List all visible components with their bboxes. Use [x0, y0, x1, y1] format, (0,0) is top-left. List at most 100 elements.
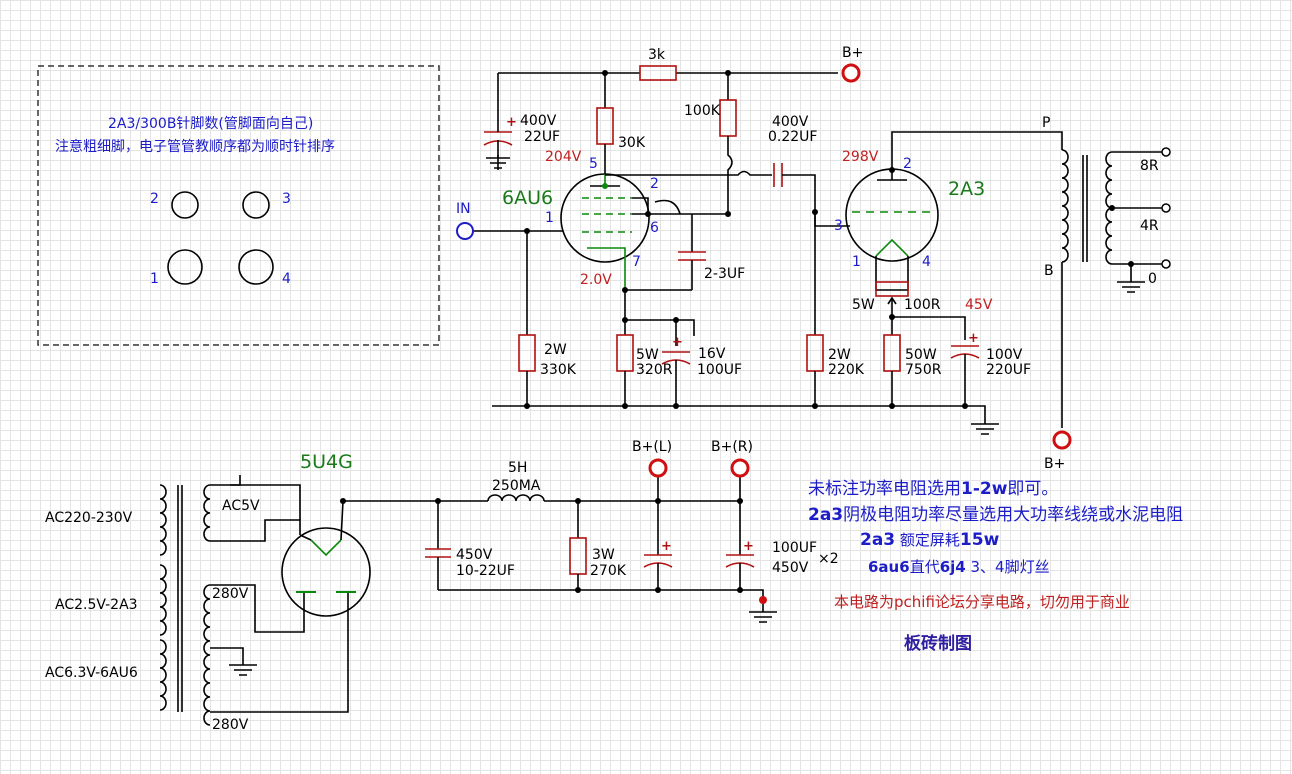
dashed-border — [37, 65, 440, 346]
svg-text:+: + — [661, 539, 672, 554]
pin-circle-2 — [171, 191, 199, 219]
pin-2: 2 — [650, 176, 659, 192]
pin-label-4: 4 — [282, 271, 291, 287]
label-750r-v: 750R — [905, 362, 942, 378]
label-pot-w: 5W — [852, 297, 875, 313]
label-p: P — [1042, 115, 1050, 131]
pin-2a3-2: 2 — [903, 156, 912, 172]
label-330k-w: 2W — [544, 342, 567, 358]
pin-label-1: 1 — [150, 271, 159, 287]
label-c-cath2-v: 100V — [986, 347, 1023, 363]
label-220k-w: 2W — [828, 347, 851, 363]
label-hv-top: 280V — [212, 586, 249, 602]
label-choke-ma: 250MA — [492, 478, 541, 494]
label-30k: 30K — [618, 135, 646, 151]
resistor-320r: 5W 320R — [616, 320, 673, 406]
label-ac-5v: AC5V — [222, 498, 260, 514]
svg-text:+: + — [968, 331, 979, 346]
tube-2a3: 2A3 2 3 1 4 298V — [834, 149, 985, 278]
label-c-cath-uf: 100UF — [697, 362, 742, 378]
label-c-filt-v: 450V — [772, 560, 809, 576]
pin-circle-1 — [167, 249, 203, 285]
tube-5u4g: 5U4G — [281, 451, 371, 617]
note-4: 6au6直代6j4 3、4脚灯丝 — [868, 558, 1050, 576]
label-3k: 3k — [648, 47, 666, 63]
label-bleed-w: 3W — [592, 547, 615, 563]
bplus-l-terminal — [648, 458, 668, 478]
pin-label-2: 2 — [150, 191, 159, 207]
label-4r: 4R — [1140, 218, 1159, 234]
voltage-45v: 45V — [965, 297, 993, 313]
label-b: B — [1044, 263, 1054, 279]
pin-2a3-1: 1 — [852, 254, 861, 270]
label-c-filt-mult: ×2 — [818, 551, 839, 567]
resistor-3k — [639, 65, 677, 81]
label-bplus-top: B+ — [842, 45, 863, 61]
label-c-fb: 2-3UF — [704, 266, 745, 282]
voltage-204v: 204V — [545, 149, 582, 165]
label-220k-v: 220K — [828, 362, 865, 378]
label-bplus-r: B+(R) — [711, 439, 753, 455]
label-c-in-uf: 22UF — [524, 129, 560, 145]
top-rail: 3k B+ — [497, 45, 863, 170]
cap-22uf: + 400V 22UF — [483, 110, 560, 169]
pin-label-3: 3 — [282, 191, 291, 207]
label-bplus-l: B+(L) — [632, 439, 672, 455]
note-2: 2a3阴极电阻功率尽量选用大功率线绕或水泥电阻 — [808, 505, 1183, 525]
voltage-2v: 2.0V — [580, 272, 612, 288]
label-750r-w: 50W — [905, 347, 937, 363]
label-c-res-v: 450V — [456, 547, 493, 563]
label-choke-h: 5H — [508, 460, 527, 476]
label-hv-bottom: 280V — [212, 717, 249, 733]
pin-7: 7 — [632, 254, 641, 270]
label-ac-25: AC2.5V-2A3 — [55, 597, 138, 613]
svg-text:+: + — [743, 539, 754, 554]
tube-name-6au6: 6AU6 — [502, 187, 553, 209]
label-c-coup-uf: 0.22UF — [768, 129, 817, 145]
label-bplus-out: B+ — [1044, 456, 1065, 472]
label-pot-v: 100R — [904, 297, 941, 313]
driver-wiring: IN — [456, 170, 772, 336]
input-terminal — [456, 222, 474, 240]
tube-name-5u4g: 5U4G — [300, 451, 353, 473]
tube-6au6: 6AU6 5 2 1 6 7 2.0V — [502, 156, 659, 290]
voltage-298v: 298V — [842, 149, 879, 165]
label-in: IN — [456, 201, 471, 217]
output-transformer: P B 8R 4R 0 B+ — [891, 115, 1171, 472]
label-ac-primary: AC220-230V — [45, 510, 133, 526]
svg-text:+: + — [506, 115, 517, 130]
resistor-30k: 30K 204V — [545, 73, 646, 175]
label-c-coup-v: 400V — [772, 114, 809, 130]
note-1: 未标注功率电阻选用1-2w即可。 — [808, 479, 1058, 499]
label-ac-63: AC6.3V-6AU6 — [45, 665, 138, 681]
pin-2a3-3: 3 — [834, 218, 843, 234]
notes: 未标注功率电阻选用1-2w即可。 2a3阴极电阻功率尽量选用大功率线绕或水泥电阻… — [808, 479, 1183, 654]
pin-5: 5 — [589, 156, 598, 172]
cap-cathode-100uf: + 16V 100UF — [661, 317, 742, 406]
cap-feedback: 2-3UF — [678, 214, 745, 290]
pin-1: 1 — [545, 210, 554, 226]
label-c-in-v: 400V — [520, 113, 557, 129]
hum-pot: 5W 100R 45V 50W 750R + 100V 220UF — [852, 278, 1031, 406]
resistor-220k: 2W 220K — [806, 212, 865, 406]
power-transformer: AC220-230V AC2.5V-2A3 AC6.3V-6AU6 AC5V 2… — [45, 475, 349, 733]
bplus-terminal-top — [841, 63, 861, 83]
psu-wiring: 5H 250MA 450V 10-22UF 3W 270K + + 100UF … — [340, 439, 839, 623]
ground-rail — [492, 403, 999, 435]
label-320r-w: 5W — [636, 347, 659, 363]
note-share: 本电路为pchifi论坛分享电路，切勿用于商业 — [834, 593, 1130, 611]
pin-2a3-4: 4 — [922, 254, 931, 270]
svg-text:+: + — [672, 335, 683, 350]
pin-layout-box: 2A3/300B针脚数(管脚面向自己) 注意粗细脚，电子管管教顺序都为顺时针排序… — [37, 65, 440, 346]
bplus-terminal-output — [1052, 430, 1072, 450]
label-320r-v: 320R — [636, 362, 673, 378]
pin-6: 6 — [650, 220, 659, 236]
tube-5u4g-envelope — [281, 527, 371, 617]
resistor-100k: 100K — [684, 73, 737, 213]
label-bleed-v: 270K — [590, 563, 627, 579]
pin-box-title: 2A3/300B针脚数(管脚面向自己) — [108, 116, 313, 132]
resistor-330k: 2W 330K — [518, 231, 577, 406]
note-3: 2a3 额定屏耗15w — [860, 530, 1000, 550]
label-0: 0 — [1148, 271, 1157, 287]
